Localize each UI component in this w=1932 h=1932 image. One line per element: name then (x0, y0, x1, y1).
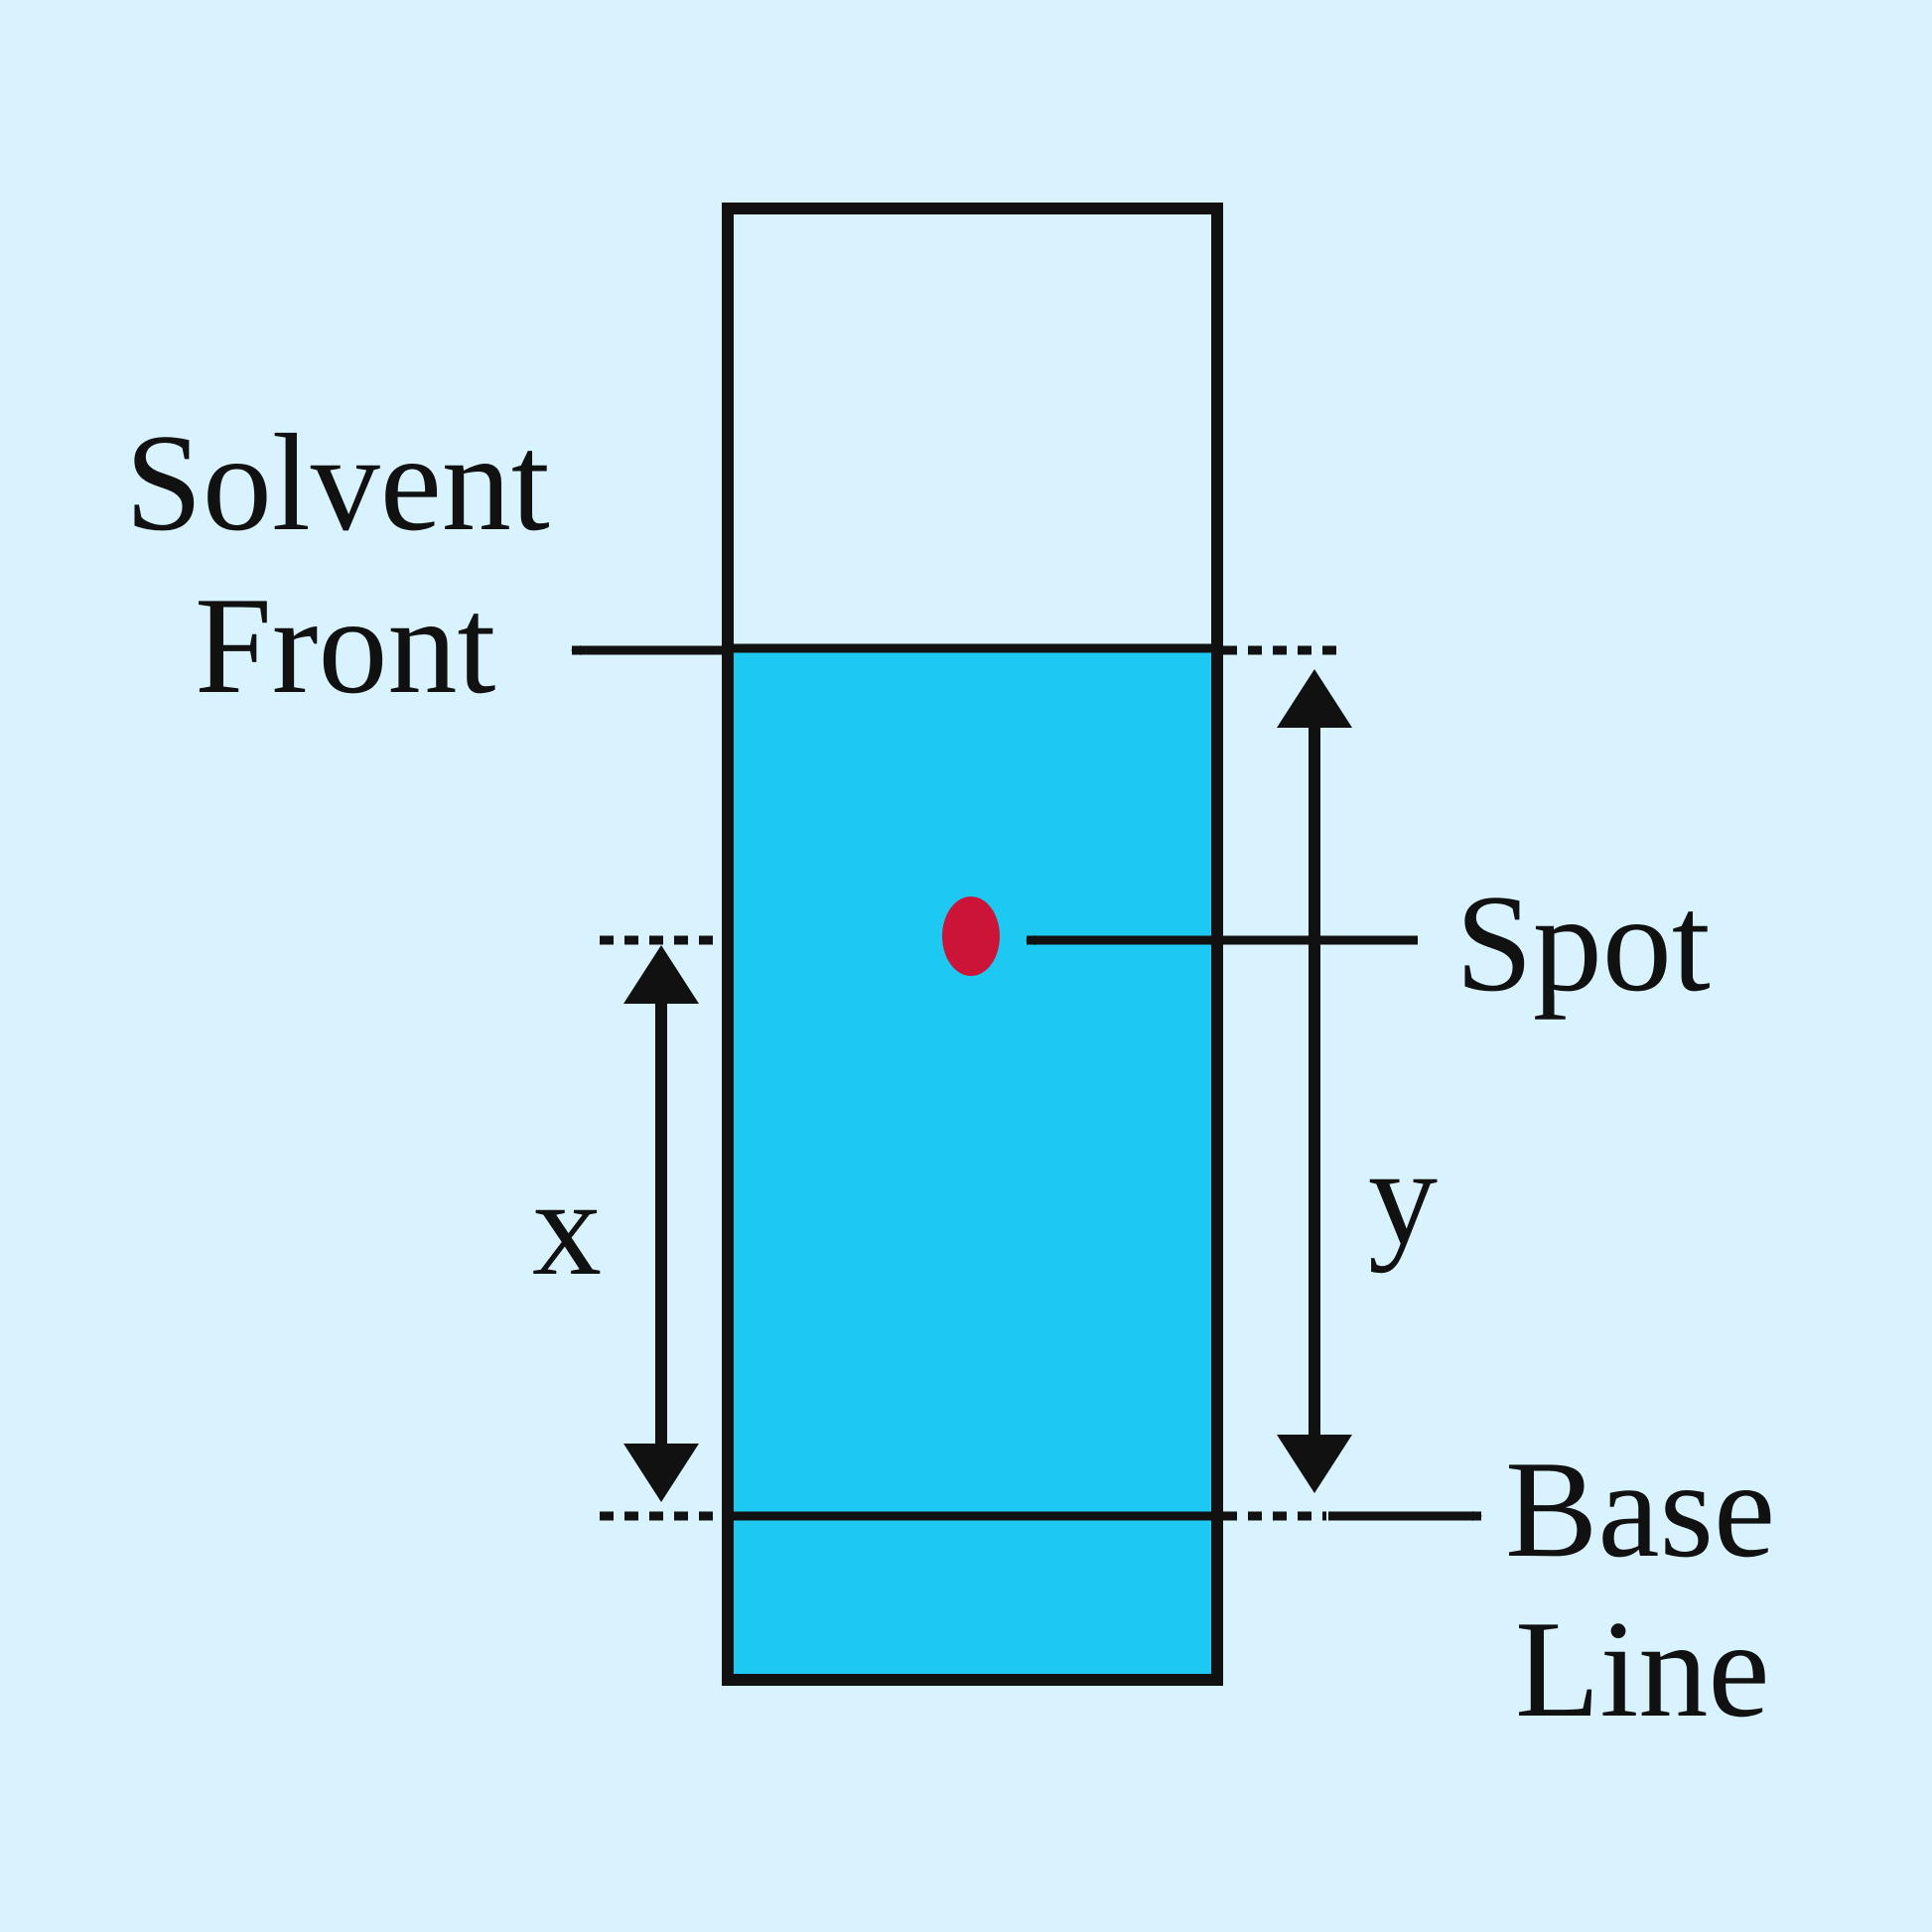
plate-dry-region (728, 208, 1217, 648)
solvent-front-label-line1: Solvent (125, 406, 550, 560)
plate-solvent-region (728, 648, 1217, 1680)
y-distance-label: y (1368, 1120, 1438, 1274)
sample-spot (942, 897, 1000, 976)
x-arrow-head-bottom (623, 1444, 699, 1502)
x-arrow-head-top (623, 945, 699, 1004)
base-line-label-line2: Line (1515, 1592, 1770, 1746)
spot-label: Spot (1455, 867, 1711, 1021)
x-distance-label: x (532, 1151, 602, 1305)
base-line-label-line1: Base (1505, 1433, 1775, 1587)
y-arrow-head-bottom (1277, 1435, 1352, 1493)
y-arrow-head-top (1277, 669, 1352, 728)
solvent-front-label-line2: Front (195, 569, 495, 723)
